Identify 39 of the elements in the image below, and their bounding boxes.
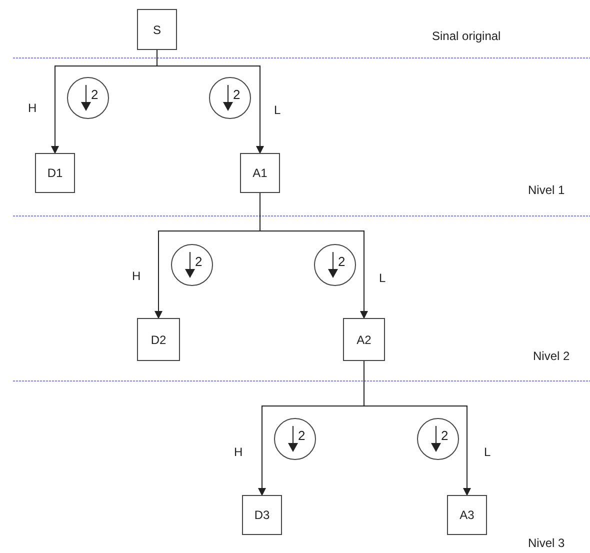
level-label: Sinal original	[432, 30, 501, 42]
downsample-symbol	[209, 77, 251, 119]
signal-name: D1	[47, 165, 63, 182]
signal-box	[240, 153, 280, 193]
signal-box	[242, 495, 282, 535]
downsample-symbol	[314, 244, 356, 286]
edge-label: H	[234, 446, 243, 458]
signal-name: D3	[254, 507, 270, 524]
factor-text: 2	[298, 429, 306, 442]
arrow	[156, 50, 264, 154]
signal-name: S	[152, 22, 161, 38]
signal-box	[137, 318, 180, 361]
edge-label: H	[28, 102, 37, 114]
signal-box	[137, 9, 177, 50]
factor-text: 2	[441, 429, 448, 442]
downsample-symbol	[417, 418, 459, 460]
signal-box	[343, 318, 385, 361]
factor-text: 2	[233, 88, 240, 101]
signal-name: D2	[150, 332, 166, 348]
arrow	[260, 192, 368, 319]
arrow	[364, 360, 471, 496]
factor-text: 2	[91, 88, 98, 101]
downsample-symbol	[274, 418, 316, 460]
signal-box	[35, 153, 75, 193]
edge-label: L	[484, 446, 491, 458]
signal-name: A3	[460, 507, 474, 524]
signal-box	[447, 495, 487, 535]
downsample-symbol	[67, 77, 109, 119]
edge-label: L	[379, 272, 386, 284]
factor-text: 2	[338, 255, 346, 268]
downsample-symbol	[171, 244, 213, 286]
factor-text: 2	[195, 255, 202, 268]
signal-name: A1	[252, 165, 268, 182]
level-label: Nivel 2	[533, 350, 570, 362]
level-label: Nivel 3	[528, 537, 565, 549]
edge-label: H	[132, 270, 141, 282]
signal-name: A2	[356, 332, 372, 348]
edge-label: L	[274, 104, 281, 116]
level-label: Nivel 1	[528, 184, 565, 196]
